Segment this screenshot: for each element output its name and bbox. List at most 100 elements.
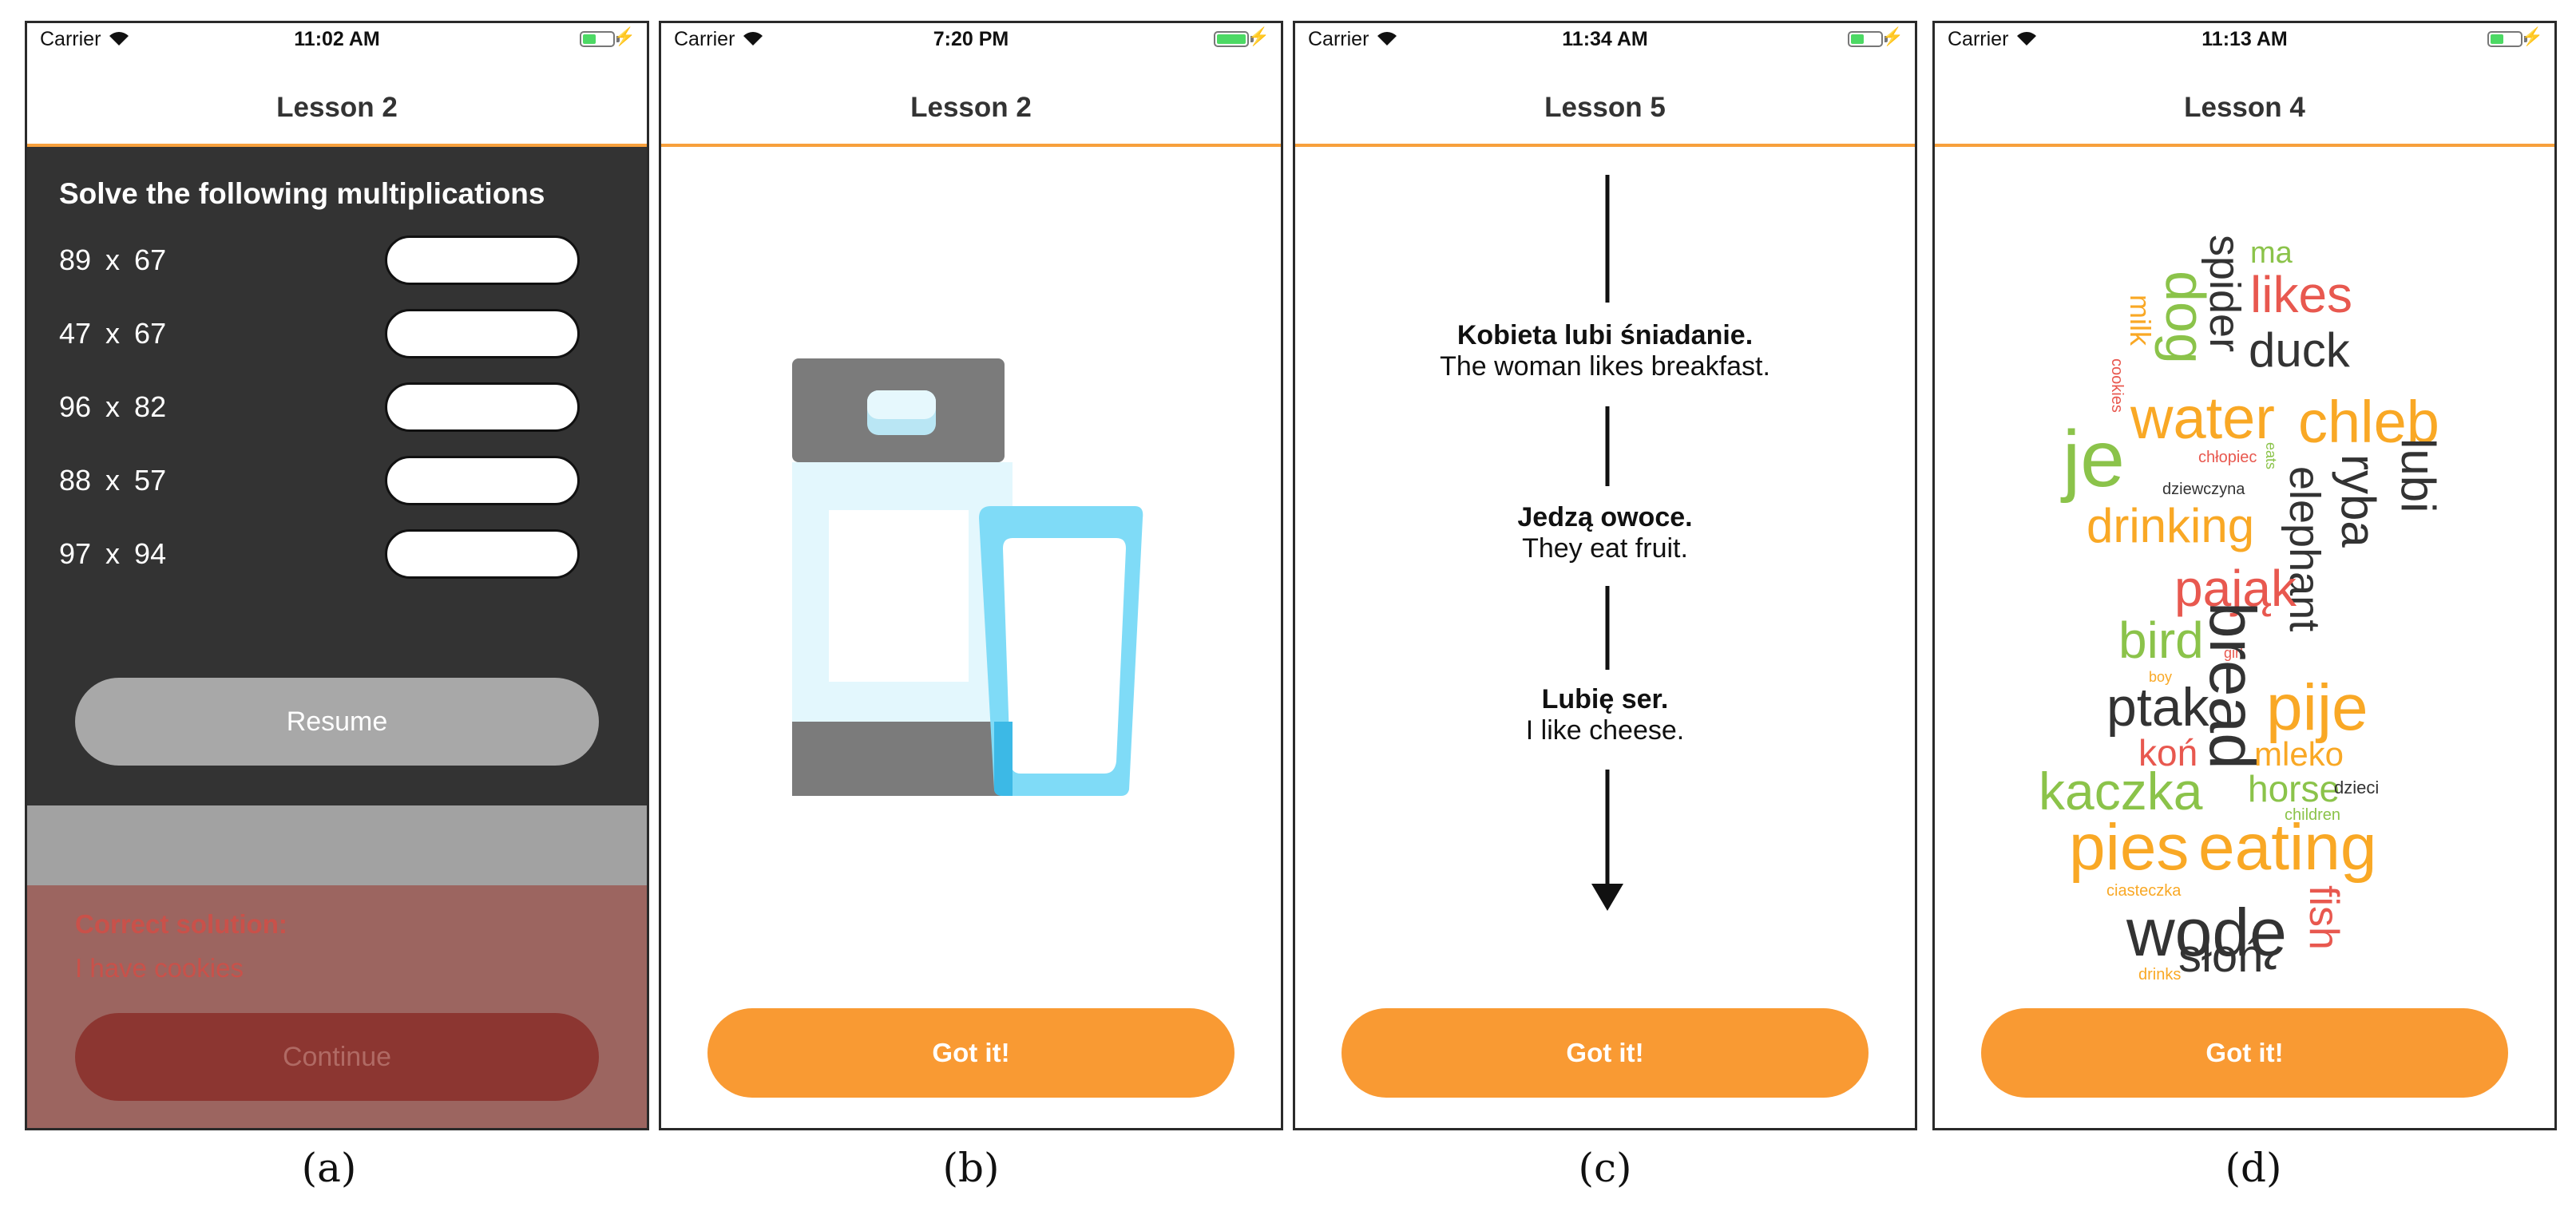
nav-bar: Lesson 5 xyxy=(1295,55,1915,147)
answer-input[interactable] xyxy=(385,309,580,358)
problem-label: 89 x 67 xyxy=(59,243,167,276)
word: water xyxy=(2130,385,2275,451)
wifi-icon xyxy=(1377,32,1397,46)
word: spider xyxy=(2201,235,2249,352)
word: je xyxy=(2060,414,2125,504)
charging-icon: ⚡ xyxy=(1247,26,1270,46)
word: ma xyxy=(2250,236,2293,270)
word: dog xyxy=(2154,271,2217,364)
page-title: Lesson 2 xyxy=(276,92,398,123)
word-slon: słoń xyxy=(2178,930,2264,982)
wifi-icon xyxy=(2017,32,2036,46)
carrier-label: Carrier xyxy=(674,28,735,50)
word: pies xyxy=(2069,811,2189,884)
continue-button[interactable]: Continue xyxy=(75,1013,599,1101)
word: chłopiec xyxy=(2198,449,2257,466)
word: bird xyxy=(2118,611,2204,669)
word: milk xyxy=(2124,295,2157,346)
word: wodę xyxy=(2126,895,2287,970)
screen-b: Carrier 7:20 PM ⚡ Lesson 2 Got it! xyxy=(659,21,1283,1130)
word: children xyxy=(2285,806,2340,824)
feedback-text: I have cookies xyxy=(75,953,244,983)
timeline-arrow xyxy=(1591,175,1623,911)
word: cookies xyxy=(2108,358,2126,413)
battery-tip xyxy=(1250,36,1254,42)
battery-tip xyxy=(2524,36,2527,42)
charging-icon: ⚡ xyxy=(1881,26,1904,46)
sentence-english: I like cheese. xyxy=(1525,715,1685,746)
got-it-button[interactable]: Got it! xyxy=(707,1008,1234,1098)
got-it-button[interactable]: Got it! xyxy=(1981,1008,2508,1098)
problem-label: 96 x 82 xyxy=(59,390,167,423)
screen-d: Carrier 11:13 AM ⚡ Lesson 4 ma likes spi… xyxy=(1932,21,2557,1130)
status-bar: Carrier 11:34 AM ⚡ xyxy=(1295,23,1915,55)
milk-illustration xyxy=(792,358,1143,796)
quiz-instruction: Solve the following multiplications xyxy=(59,177,545,210)
glass-milk xyxy=(1003,538,1126,774)
word: boy xyxy=(2149,669,2172,685)
nav-bar: Lesson 2 xyxy=(27,55,647,147)
caption-a: (a) xyxy=(301,1145,357,1191)
word: kaczka xyxy=(2039,762,2203,821)
problem-label: 47 x 67 xyxy=(59,317,167,350)
sentence-english: The woman likes breakfast. xyxy=(1440,351,1770,382)
caption-d: (d) xyxy=(2225,1145,2282,1191)
answer-input[interactable] xyxy=(385,529,580,579)
screen-c: Carrier 11:34 AM ⚡ Lesson 5 Kobieta lubi… xyxy=(1293,21,1917,1130)
status-time: 7:20 PM xyxy=(933,28,1009,50)
battery-icon xyxy=(1848,31,1883,47)
word: fish xyxy=(2301,885,2347,950)
status-time: 11:02 AM xyxy=(294,28,380,50)
quiz-panel: Solve the following multiplications 89 x… xyxy=(27,147,647,805)
charging-icon: ⚡ xyxy=(2521,26,2543,46)
carrier-label: Carrier xyxy=(1948,28,2009,50)
word: dziewczyna xyxy=(2162,481,2245,498)
problem-row: 97 x 94 xyxy=(59,529,580,582)
word: drinking xyxy=(2087,499,2254,552)
word: eating xyxy=(2198,811,2376,884)
screen-a: Carrier 11:02 AM ⚡ Lesson 2 Solve the fo… xyxy=(25,21,649,1130)
battery-tip xyxy=(616,36,620,42)
word: eats xyxy=(2263,442,2279,469)
battery-tip xyxy=(1884,36,1888,42)
word: mleko xyxy=(2254,735,2344,773)
carton-bottom xyxy=(792,722,1013,796)
word: ryba xyxy=(2332,454,2385,548)
sentence-english: They eat fruit. xyxy=(1522,533,1688,564)
problem-row: 89 x 67 xyxy=(59,235,580,288)
sentence-polish: Lubię ser. xyxy=(1541,684,1669,714)
battery-icon xyxy=(1214,31,1249,47)
word: girl xyxy=(2224,645,2243,661)
word: drinks xyxy=(2138,966,2181,981)
carrier-label: Carrier xyxy=(1308,28,1369,50)
page-title: Lesson 5 xyxy=(1544,92,1666,123)
status-bar: Carrier 11:13 AM ⚡ xyxy=(1935,23,2554,55)
status-bar: Carrier 7:20 PM ⚡ xyxy=(661,23,1281,55)
word-cloud: ma likes spider duck dog milk cookies wa… xyxy=(2039,235,2445,981)
answer-input[interactable] xyxy=(385,382,580,432)
word: horse xyxy=(2248,768,2340,809)
battery-icon xyxy=(580,31,615,47)
problem-row: 47 x 67 xyxy=(59,309,580,362)
word: ciasteczka xyxy=(2106,882,2182,900)
sentence-item: Jedzą owoce. They eat fruit. xyxy=(1295,502,1915,564)
page-title: Lesson 4 xyxy=(2184,92,2305,123)
word: chleb xyxy=(2298,389,2439,455)
feedback-title: Correct solution: xyxy=(75,909,287,939)
problem-label: 97 x 94 xyxy=(59,537,167,570)
status-bar: Carrier 11:02 AM ⚡ xyxy=(27,23,647,55)
arrow-head xyxy=(1591,884,1623,911)
resume-button[interactable]: Resume xyxy=(75,678,599,766)
carton-label xyxy=(829,510,969,682)
nav-bar: Lesson 2 xyxy=(661,55,1281,147)
carrier-label: Carrier xyxy=(40,28,101,50)
got-it-button[interactable]: Got it! xyxy=(1342,1008,1869,1098)
word: dzieci xyxy=(2334,778,2379,797)
nav-bar: Lesson 4 xyxy=(1935,55,2554,147)
answer-input[interactable] xyxy=(385,456,580,505)
answer-input[interactable] xyxy=(385,235,580,285)
sentence-polish: Kobieta lubi śniadanie. xyxy=(1456,320,1754,350)
sentence-item: Lubię ser. I like cheese. xyxy=(1295,684,1915,746)
word: duck xyxy=(2249,323,2351,377)
feedback-panel: Correct solution: I have cookies Continu… xyxy=(27,885,647,1128)
